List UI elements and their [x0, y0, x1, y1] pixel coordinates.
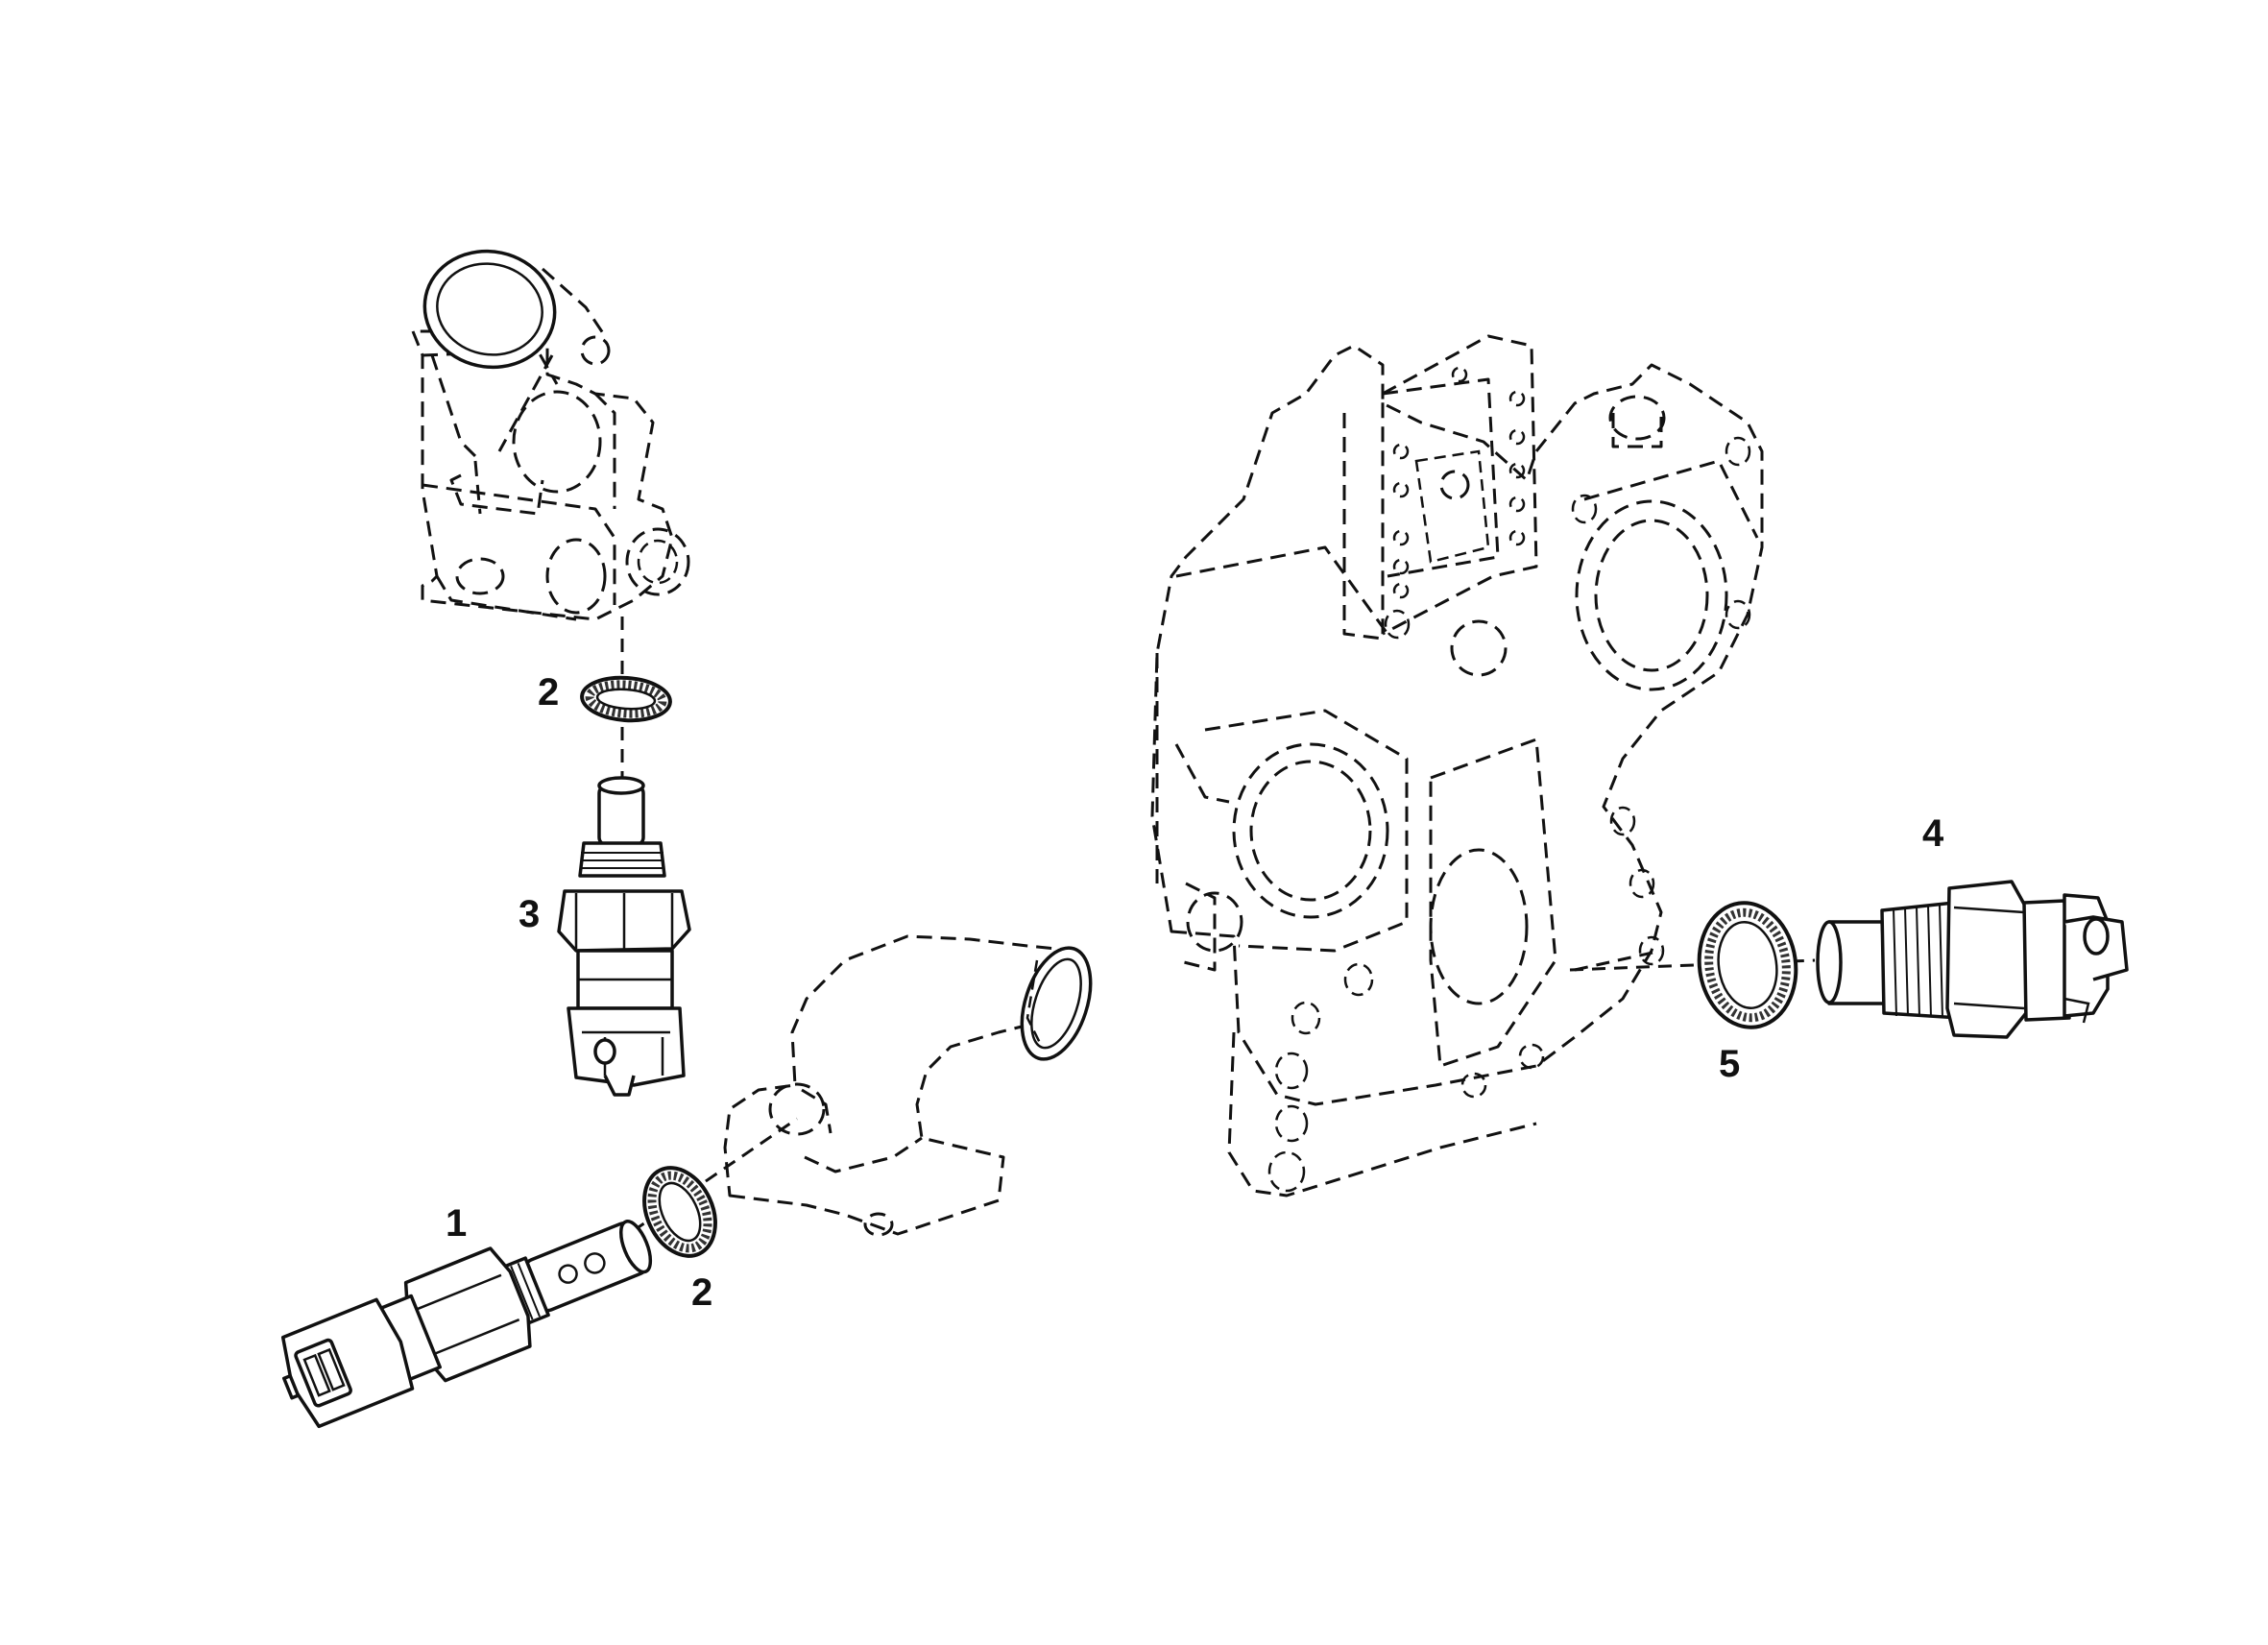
seal-ring-5: [1697, 901, 1798, 1029]
assembly-lines: [614, 617, 1816, 1246]
coolant-elbow-pipe: [723, 934, 1093, 1237]
cover-bolt-holes: [1267, 436, 1751, 1193]
temperature-sensor-1: [280, 1220, 653, 1429]
engine-front-cover: [1150, 334, 1764, 1197]
callout-label-5: 5: [1719, 1043, 1741, 1085]
callout-label-2-lower: 2: [691, 1271, 713, 1314]
temperature-sender-3: [557, 776, 691, 1097]
temperature-sender-4: [1816, 880, 2129, 1039]
seal-ring-2-lower: [642, 1166, 717, 1258]
bracket-bolt-holes: [1392, 366, 1526, 599]
callout-label-1: 1: [446, 1202, 468, 1245]
thermostat-housing: [411, 249, 690, 621]
callout-label-2-upper: 2: [538, 671, 560, 714]
callout-label-3: 3: [519, 893, 541, 935]
callout-label-4: 4: [1922, 812, 1944, 855]
seal-ring-2-upper: [580, 675, 672, 723]
